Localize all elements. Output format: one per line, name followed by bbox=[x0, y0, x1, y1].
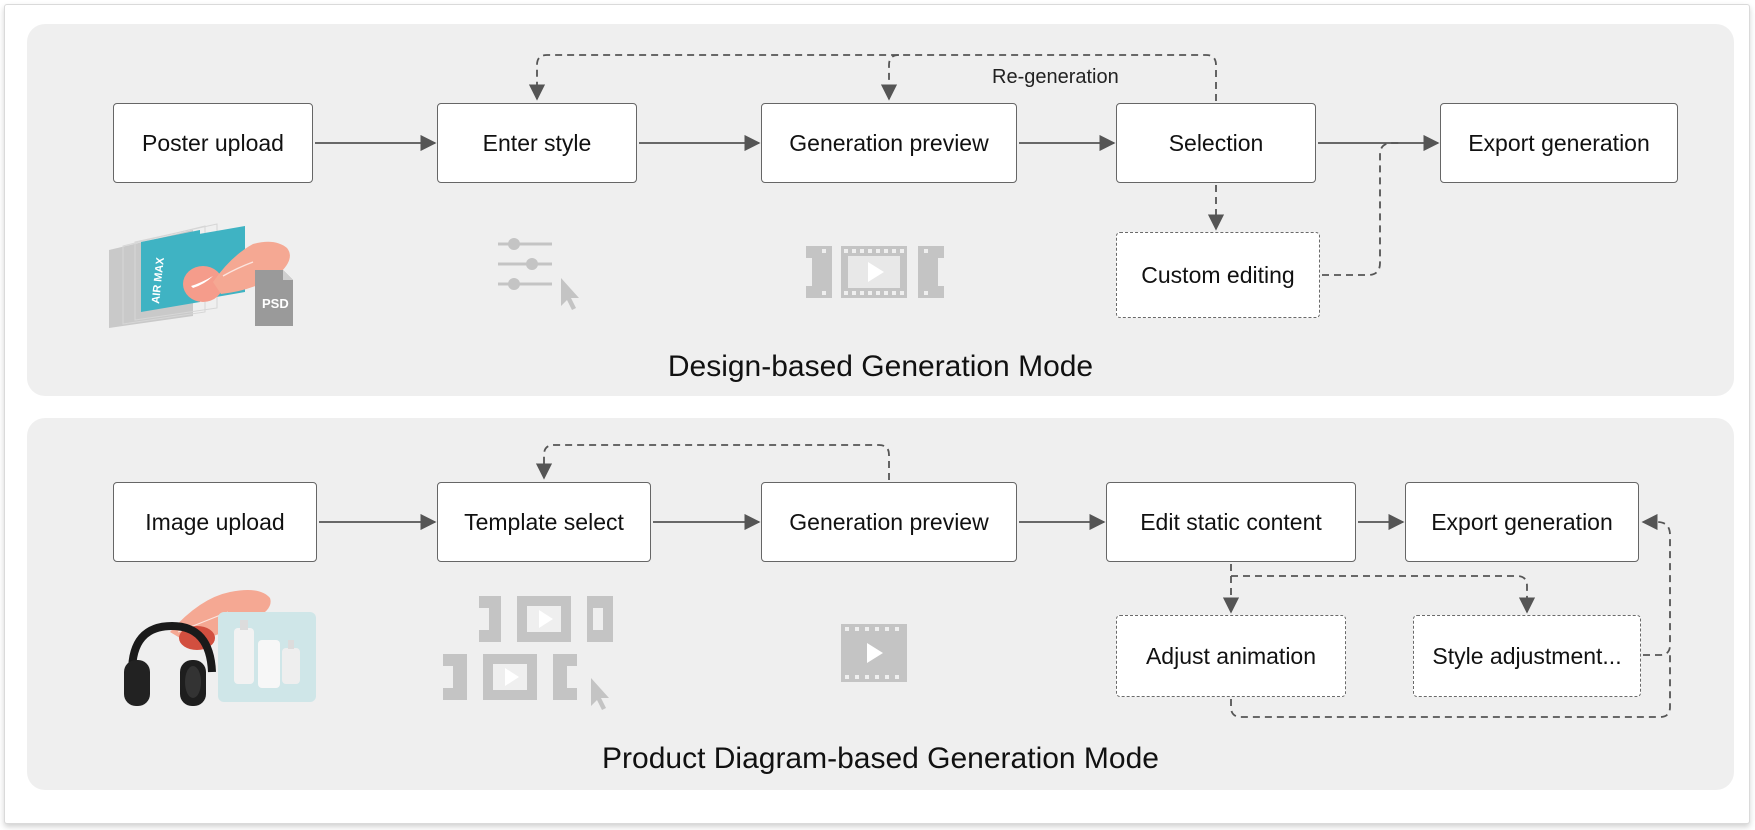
node-poster-upload: Poster upload bbox=[113, 103, 313, 183]
regeneration-label: Re-generation bbox=[992, 66, 1119, 88]
node-enter-style: Enter style bbox=[437, 103, 637, 183]
node-label: Edit static content bbox=[1140, 508, 1322, 535]
psd-label: PSD bbox=[262, 296, 289, 311]
node-label: Custom editing bbox=[1141, 261, 1295, 288]
node-export-generation-product: Export generation bbox=[1405, 482, 1639, 562]
arrow-custom-to-export bbox=[1322, 142, 1400, 276]
node-template-select: Template select bbox=[437, 482, 651, 562]
node-label: Template select bbox=[464, 508, 624, 535]
design-mode-panel bbox=[27, 24, 1734, 396]
arrow-edit-to-style bbox=[1231, 575, 1536, 614]
node-label: Image upload bbox=[145, 508, 285, 535]
node-export-generation: Export generation bbox=[1440, 103, 1678, 183]
node-label: Export generation bbox=[1468, 129, 1650, 156]
film-strip-icon bbox=[806, 246, 944, 298]
node-image-upload: Image upload bbox=[113, 482, 317, 562]
node-selection: Selection bbox=[1116, 103, 1316, 183]
node-style-adjustment: Style adjustment... bbox=[1413, 615, 1641, 697]
node-label: Generation preview bbox=[789, 508, 989, 535]
node-label: Generation preview bbox=[789, 129, 989, 156]
node-adjust-animation: Adjust animation bbox=[1116, 615, 1346, 697]
node-label: Enter style bbox=[482, 129, 592, 156]
arrow-style-to-export bbox=[1641, 513, 1671, 656]
template-grid-icon bbox=[443, 596, 613, 710]
arrow-regeneration-to-preview bbox=[880, 54, 900, 101]
poster-psd-thumbnail: AIR MAX PSD bbox=[109, 223, 293, 328]
node-generation-preview: Generation preview bbox=[761, 103, 1017, 183]
node-label: Adjust animation bbox=[1145, 642, 1317, 669]
node-label: Poster upload bbox=[142, 129, 284, 156]
video-icon bbox=[841, 624, 907, 682]
node-generation-preview-product: Generation preview bbox=[761, 482, 1017, 562]
product-mode-title: Product Diagram-based Generation Mode bbox=[602, 742, 1159, 775]
node-custom-editing: Custom editing bbox=[1116, 232, 1320, 318]
arrow-adjust-loop bbox=[1230, 655, 1671, 718]
node-edit-static-content: Edit static content bbox=[1106, 482, 1356, 562]
node-label: Selection bbox=[1168, 129, 1264, 156]
product-mode-panel bbox=[27, 418, 1734, 790]
node-label: Export generation bbox=[1431, 508, 1613, 535]
arrow-preview-loop-to-template bbox=[535, 444, 890, 480]
arrow-regeneration-to-style bbox=[528, 54, 1217, 101]
sliders-settings-icon bbox=[498, 238, 579, 310]
design-mode-title: Design-based Generation Mode bbox=[667, 350, 1094, 383]
poster-text: AIR MAX bbox=[150, 256, 167, 304]
product-images-thumbnail bbox=[124, 590, 316, 706]
